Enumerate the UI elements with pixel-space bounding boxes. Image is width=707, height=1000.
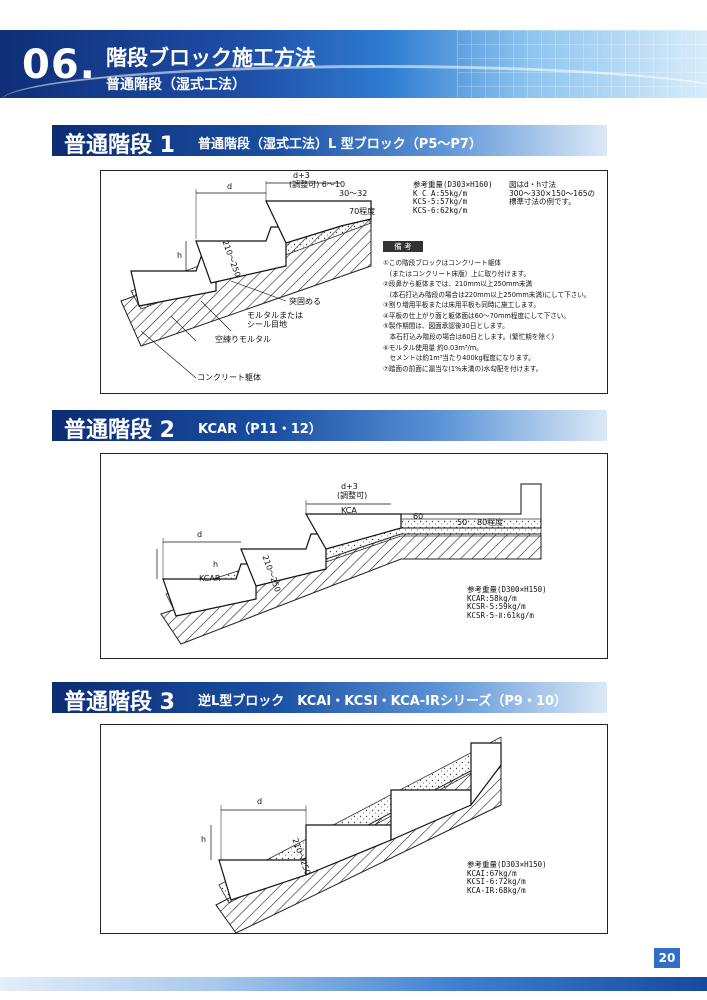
- notes-heading: 備 考: [383, 241, 423, 252]
- stair-diagram-1: [120, 181, 372, 379]
- section-1-diagram: d d+3 (調整可) 6〜10 30〜32 70程度 h 210〜250 突固…: [100, 170, 608, 394]
- section-1-title: 普通階段 1: [64, 133, 175, 158]
- weight-line: KCS-6:62kg/m: [413, 205, 468, 215]
- note-line: ④平板の仕上がり面と躯体面は60〜70mm程度にして下さい。: [383, 311, 570, 320]
- dim-d-plus-label: d+3: [293, 171, 310, 180]
- weight-line: 参考重量(D303×H150): [467, 860, 547, 869]
- note-line: ⑦踏面の前面に漏当な(1%未満の)水勾配を付けます。: [383, 364, 543, 373]
- dim-d-label: d: [227, 182, 233, 191]
- stair-diagram-3: [210, 736, 502, 933]
- section-3-diagram: d h 210〜250 参考重量(D303×H150) KCAI:67kg/m …: [100, 724, 608, 934]
- stair-diagram-2: [156, 483, 542, 645]
- dim-50-label: 50: [457, 518, 468, 527]
- section-2-bar: 普通階段 2 KCAR（P11・12）: [52, 410, 607, 443]
- section-1-bar: 普通階段 1 普通階段（湿式工法）L 型ブロック（P5〜P7）: [52, 125, 607, 158]
- dim-h-label: h: [177, 251, 183, 260]
- dim-d-label: d: [257, 797, 263, 806]
- weight-line: KCSR-5:59kg/m: [467, 602, 526, 612]
- note-line: ⑥モルタル使用量 約0.03m³/m。: [383, 343, 483, 352]
- chapter-subtitle: 普通階段（湿式工法）: [106, 77, 246, 93]
- weights-list: 参考重量(D303×H150) KCAI:67kg/m KCSI-6:72kg/…: [467, 860, 547, 896]
- chapter-header: 06. 階段ブロック施工方法 普通階段（湿式工法）: [0, 30, 707, 98]
- label-caulk: 突固める: [289, 297, 321, 306]
- chapter-title: 階段ブロック施工方法: [106, 46, 316, 70]
- label-dry-mortar: 空練りモルタル: [215, 335, 271, 344]
- footer-bar: [0, 977, 707, 991]
- weight-line: KCSI-6:72kg/m: [467, 877, 526, 887]
- dim-d-plus-label: d+3: [341, 482, 358, 491]
- note-line: (またはコンクリート床版）上に取り付けます。: [383, 269, 530, 278]
- dim-adjustable-label: (調整可) 6〜10: [289, 180, 346, 189]
- note-line: ⑤製作期間は、図面承認後30日とします。: [383, 322, 509, 331]
- note-line: ①この階段ブロックはコンクリート躯体: [383, 259, 502, 267]
- page-number: 20: [654, 948, 680, 968]
- dim-h-label: h: [201, 835, 207, 844]
- dim-80-label: 80程度: [477, 518, 504, 527]
- dim-h-label: h: [213, 560, 219, 569]
- label-kcar: KCAR: [199, 574, 221, 583]
- note-line: ③割り増用平板または床用平板も同時に施工します。: [383, 301, 540, 310]
- weights-list: 参考重量(D303×H160) K C A:55kg/m KCS-5:57kg/…: [413, 180, 493, 216]
- dimension-note-line: 標準寸法の例です。: [509, 197, 576, 207]
- section-3-title: 普通階段 3: [64, 690, 175, 715]
- label-seal-joint: シール目地: [247, 320, 287, 329]
- weight-line: KCAR:58kg/m: [467, 593, 517, 603]
- note-line: セメントは約1m³当たり400kg程度になります。: [383, 354, 535, 363]
- section-2-title: 普通階段 2: [64, 418, 175, 443]
- section-2-diagram: d+3 (調整可) KCA d h KCAR 210〜250 80程度 50 6…: [100, 453, 608, 659]
- section-1-description: 普通階段（湿式工法）L 型ブロック（P5〜P7）: [198, 137, 482, 152]
- weight-line: KCA-IR:68kg/m: [467, 885, 526, 895]
- weight-line: KCS-5:57kg/m: [413, 197, 468, 207]
- notes-list: ①この階段ブロックはコンクリート躯体 (またはコンクリート床版）上に取り付けます…: [383, 259, 590, 375]
- weight-line: KCSR-5-Ⅱ:61kg/m: [467, 610, 534, 620]
- chapter-number: 06.: [22, 42, 96, 88]
- label-concrete-body: コンクリート躯体: [197, 373, 261, 382]
- label-kca: KCA: [341, 506, 357, 515]
- dim-60-label: 60: [413, 512, 424, 521]
- dim-70-label: 70程度: [349, 207, 376, 216]
- note-line: 本石打込み階段の場合は60日とします。(繁忙期を除く): [383, 332, 555, 341]
- dim-d-label: d: [197, 530, 203, 539]
- dim-adjustable-label: (調整可): [337, 491, 368, 500]
- label-mortar-seal: モルタルまたは: [247, 311, 303, 320]
- header-sweep-line: [0, 65, 707, 98]
- weight-line: K C A:55kg/m: [413, 188, 468, 198]
- note-line: (本石打込み階段の場合は220mm以上250mm未満)にして下さい。: [383, 290, 591, 299]
- dim-30-32-label: 30〜32: [339, 189, 368, 198]
- weight-line: 参考重量(D303×H160): [413, 180, 493, 189]
- weight-line: 参考重量(D300×H150): [467, 585, 547, 594]
- weight-line: KCAI:67kg/m: [467, 868, 517, 878]
- section-3-bar: 普通階段 3 逆L型ブロック KCAI・KCSI・KCA-IRシリーズ（P9・1…: [52, 682, 607, 715]
- note-line: ②段鼻から躯体までは、210mm以上250mm未満: [383, 280, 533, 289]
- dimension-note: 図はd・h寸法 300〜330×150〜165の 標準寸法の例です。: [509, 180, 596, 207]
- weights-list: 参考重量(D300×H150) KCAR:58kg/m KCSR-5:59kg/…: [467, 585, 547, 621]
- dimension-note-line: 図はd・h寸法: [509, 180, 557, 189]
- section-3-description: 逆L型ブロック KCAI・KCSI・KCA-IRシリーズ（P9・10）: [198, 694, 568, 709]
- section-2-description: KCAR（P11・12）: [198, 422, 322, 437]
- dimension-note-line: 300〜330×150〜165の: [509, 188, 596, 198]
